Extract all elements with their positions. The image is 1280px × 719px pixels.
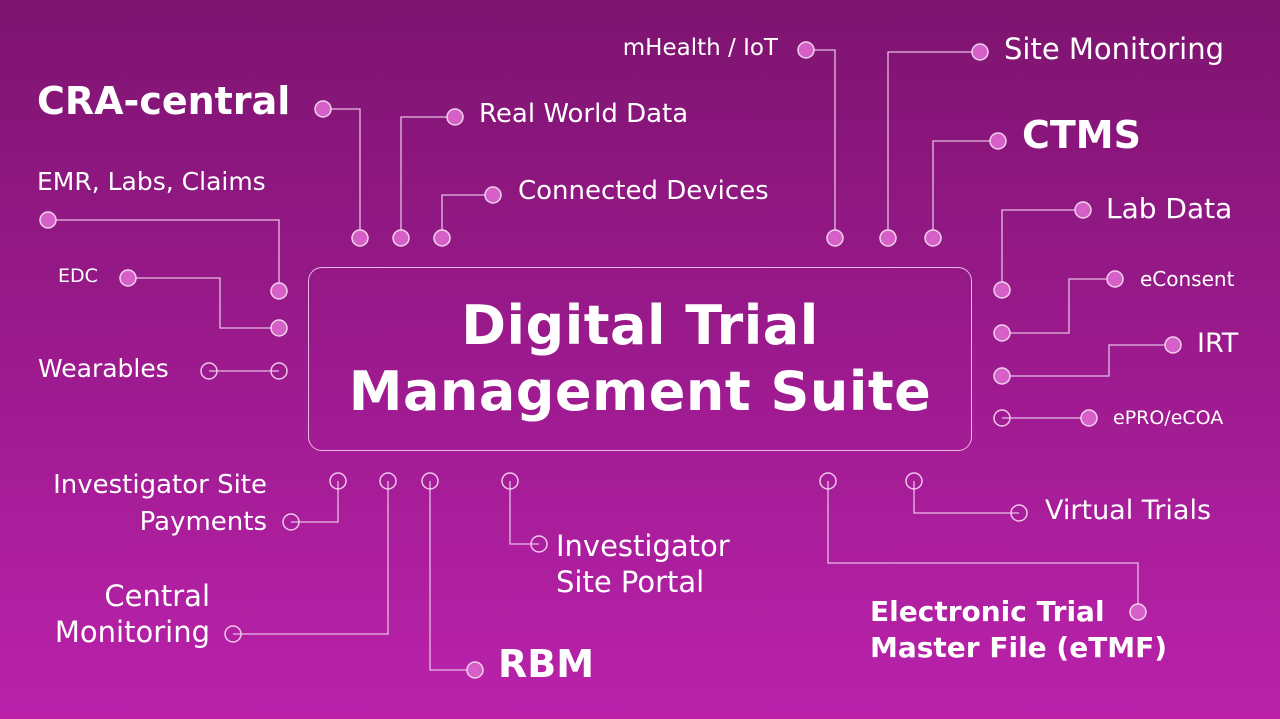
label-etmf-line-2: Master File (eTMF) [870, 631, 1168, 664]
hub-box: Digital Trial Management Suite [308, 267, 972, 451]
wire-emr-labs-claims [48, 219, 280, 291]
node-virtual-trials [1010, 504, 1028, 522]
wire-econsent [1002, 278, 1115, 334]
label-investigator-site-portal-line-1: Investigator [556, 529, 730, 563]
hub-port-top-2 [392, 229, 410, 247]
label-investigator-site-payments: Investigator Site Payments [53, 467, 267, 541]
node-emr-labs-claims [39, 211, 57, 229]
node-rbm [466, 661, 484, 679]
wire-etmf [827, 481, 1139, 612]
label-investigator-site-portal-line-2: Site Portal [556, 565, 705, 599]
hub-port-bottom-6 [905, 472, 923, 490]
wire-ctms [932, 140, 998, 238]
wire-real-world-data [400, 116, 455, 238]
label-epro-ecoa: ePRO/eCOA [1113, 407, 1224, 429]
wire-mhealth-iot [806, 49, 836, 238]
node-site-monitoring [971, 43, 989, 61]
label-central-monitoring: Central Monitoring [55, 578, 210, 650]
hub-port-bottom-5 [819, 472, 837, 490]
hub-port-bottom-1 [329, 472, 347, 490]
node-ctms [989, 132, 1007, 150]
node-wearables [200, 362, 218, 380]
hub-port-right-4 [993, 409, 1011, 427]
hub-port-right-3 [993, 367, 1011, 385]
label-investigator-site-portal: Investigator Site Portal [556, 528, 730, 600]
label-etmf-line-1: Electronic Trial [870, 595, 1105, 628]
label-virtual-trials: Virtual Trials [1045, 495, 1212, 526]
label-emr-labs-claims: EMR, Labs, Claims [37, 167, 266, 196]
node-central-monitoring [224, 625, 242, 643]
wire-cra-central [323, 108, 361, 238]
node-econsent [1106, 270, 1124, 288]
hub-title-line-2: Management Suite [348, 360, 932, 423]
wire-irt [1002, 344, 1173, 377]
node-investigator-site-payments [282, 513, 300, 531]
node-edc [119, 269, 137, 287]
wire-rbm [429, 481, 475, 671]
hub-title: Digital Trial Management Suite [349, 293, 932, 425]
hub-port-right-1 [993, 281, 1011, 299]
node-investigator-site-portal [530, 535, 548, 553]
node-mhealth-iot [797, 41, 815, 59]
hub-port-top-4 [826, 229, 844, 247]
label-edc: EDC [58, 265, 98, 287]
hub-port-left-3 [270, 362, 288, 380]
label-site-monitoring: Site Monitoring [1004, 32, 1224, 66]
label-econsent: eConsent [1140, 267, 1235, 291]
hub-port-bottom-2 [379, 472, 397, 490]
wire-site-monitoring [887, 51, 980, 238]
hub-port-left-1 [270, 282, 288, 300]
label-investigator-site-payments-line-1: Investigator Site [53, 470, 267, 500]
label-etmf: Electronic Trial Master File (eTMF) [870, 594, 1167, 666]
label-ctms: CTMS [1022, 113, 1141, 157]
node-real-world-data [446, 108, 464, 126]
label-rbm: RBM [498, 642, 595, 686]
hub-port-left-2 [270, 319, 288, 337]
node-irt [1164, 336, 1182, 354]
hub-port-top-3 [433, 229, 451, 247]
node-connected-devices [484, 186, 502, 204]
label-irt: IRT [1197, 328, 1239, 359]
label-central-monitoring-line-1: Central [104, 579, 210, 613]
wire-edc [128, 277, 279, 329]
wire-lab-data [1001, 209, 1083, 290]
label-connected-devices: Connected Devices [518, 176, 769, 206]
label-real-world-data: Real World Data [479, 99, 689, 129]
hub-port-bottom-3 [421, 472, 439, 490]
wire-connected-devices [441, 194, 493, 238]
hub-port-bottom-4 [501, 472, 519, 490]
hub-title-line-1: Digital Trial [461, 294, 819, 357]
wire-investigator-site-portal [509, 481, 539, 545]
wire-central-monitoring [233, 481, 389, 635]
hub-port-top-6 [924, 229, 942, 247]
label-lab-data: Lab Data [1106, 192, 1233, 225]
node-lab-data [1074, 201, 1092, 219]
label-wearables: Wearables [38, 354, 169, 383]
label-cra-central: CRA-central [37, 79, 291, 123]
node-cra-central [314, 100, 332, 118]
label-mhealth-iot: mHealth / IoT [622, 35, 778, 61]
node-etmf [1129, 603, 1147, 621]
label-central-monitoring-line-2: Monitoring [54, 615, 210, 649]
wire-virtual-trials [913, 481, 1019, 514]
label-investigator-site-payments-line-2: Payments [139, 507, 267, 537]
hub-port-right-2 [993, 324, 1011, 342]
node-epro-ecoa [1080, 409, 1098, 427]
hub-port-top-1 [351, 229, 369, 247]
wire-investigator-site-payments [291, 481, 339, 523]
hub-port-top-5 [879, 229, 897, 247]
